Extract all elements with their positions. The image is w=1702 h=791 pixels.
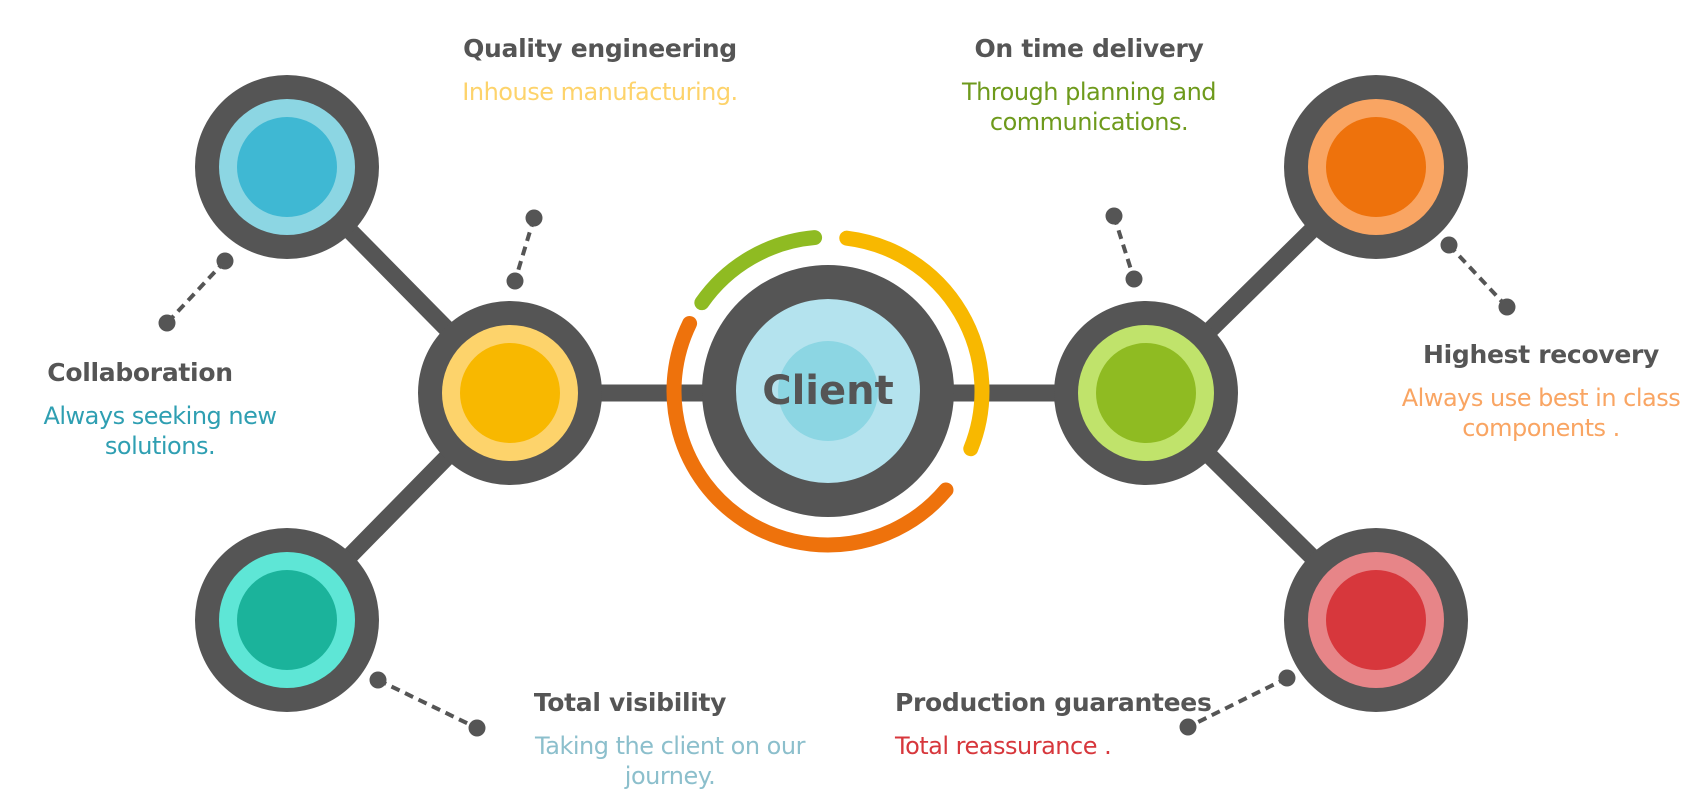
node-desc-line: components .	[1462, 414, 1620, 442]
pin-dot	[506, 272, 524, 290]
pin-dot	[216, 252, 234, 270]
pin-dot	[1125, 270, 1143, 288]
node-core	[237, 117, 337, 217]
pin-total-visibility	[369, 671, 486, 737]
node-desc: Taking the client on our journey.	[500, 731, 840, 791]
arc-green	[694, 230, 823, 311]
node-quality-engineering	[418, 301, 602, 485]
node-title: Quality engineering	[463, 34, 737, 63]
pin-dot	[1278, 669, 1296, 687]
node-title: Total visibility	[533, 688, 727, 717]
node-desc: Always use best in class components .	[1381, 383, 1701, 443]
node-label-collaboration: Collaboration Always seeking new solutio…	[10, 358, 310, 461]
node-label-on-time-delivery: On time delivery Through planning and co…	[939, 34, 1239, 137]
node-desc-line: Taking the client on our	[535, 732, 805, 760]
pin-dot	[158, 314, 176, 332]
node-core	[460, 343, 560, 443]
node-production-guarantees	[1284, 528, 1468, 712]
node-total-visibility	[195, 528, 379, 712]
pin-dot	[1179, 718, 1197, 736]
pin-dashed-line	[377, 678, 478, 730]
node-desc-line: journey.	[624, 762, 716, 790]
arc-orange	[666, 315, 954, 553]
pin-dashed-line	[1187, 676, 1288, 729]
node-desc-line: communications.	[989, 108, 1189, 136]
node-title: Highest recovery	[1422, 340, 1660, 369]
node-core	[237, 570, 337, 670]
pin-dot	[369, 671, 387, 689]
node-desc-line: Always seeking new	[43, 402, 277, 430]
pins	[158, 207, 1516, 737]
pin-dot	[525, 209, 543, 227]
node-desc: Always seeking new solutions.	[10, 401, 310, 461]
node-desc-line: Through planning and	[961, 78, 1217, 106]
node-label-production-guarantees: Production guarantees Total reassurance …	[895, 688, 1215, 761]
center-inner	[778, 341, 878, 441]
pin-dashed-line	[1112, 215, 1136, 280]
pin-collaboration	[158, 252, 234, 332]
pin-dashed-line	[513, 217, 536, 282]
pin-production-guarantees	[1179, 669, 1296, 736]
node-label-quality-engineering: Quality engineering Inhouse manufacturin…	[450, 34, 750, 107]
node-desc-line: Inhouse manufacturing.	[462, 78, 738, 106]
node-desc: Through planning and communications.	[939, 77, 1239, 137]
pin-dot	[1498, 298, 1516, 316]
pin-on-time-delivery	[1105, 207, 1143, 288]
node-core	[1326, 117, 1426, 217]
circles	[195, 75, 1468, 712]
center-arcs	[666, 230, 990, 553]
node-title: Collaboration	[47, 358, 233, 387]
node-desc-line: Total reassurance .	[895, 732, 1112, 760]
node-core	[1326, 570, 1426, 670]
node-title: On time delivery	[974, 34, 1204, 63]
node-collaboration	[195, 75, 379, 259]
pin-highest-recovery	[1440, 236, 1516, 316]
node-on-time-delivery	[1054, 301, 1238, 485]
node-label-total-visibility: Total visibility Taking the client on ou…	[500, 688, 840, 791]
node-core	[1096, 343, 1196, 443]
pin-dot	[1440, 236, 1458, 254]
node-label-highest-recovery: Highest recovery Always use best in clas…	[1381, 340, 1701, 443]
node-highest-recovery	[1284, 75, 1468, 259]
center-label: Client	[762, 368, 894, 414]
pin-dot	[1105, 207, 1123, 225]
node-desc-line: Always use best in class	[1401, 384, 1681, 412]
pin-dashed-line	[1447, 243, 1509, 309]
pin-quality-engineering	[506, 209, 543, 290]
node-title: Production guarantees	[895, 688, 1212, 717]
pin-dashed-line	[165, 259, 227, 325]
node-desc-line: solutions.	[104, 432, 216, 460]
pin-dot	[468, 719, 486, 737]
arc-yellow	[839, 230, 990, 457]
